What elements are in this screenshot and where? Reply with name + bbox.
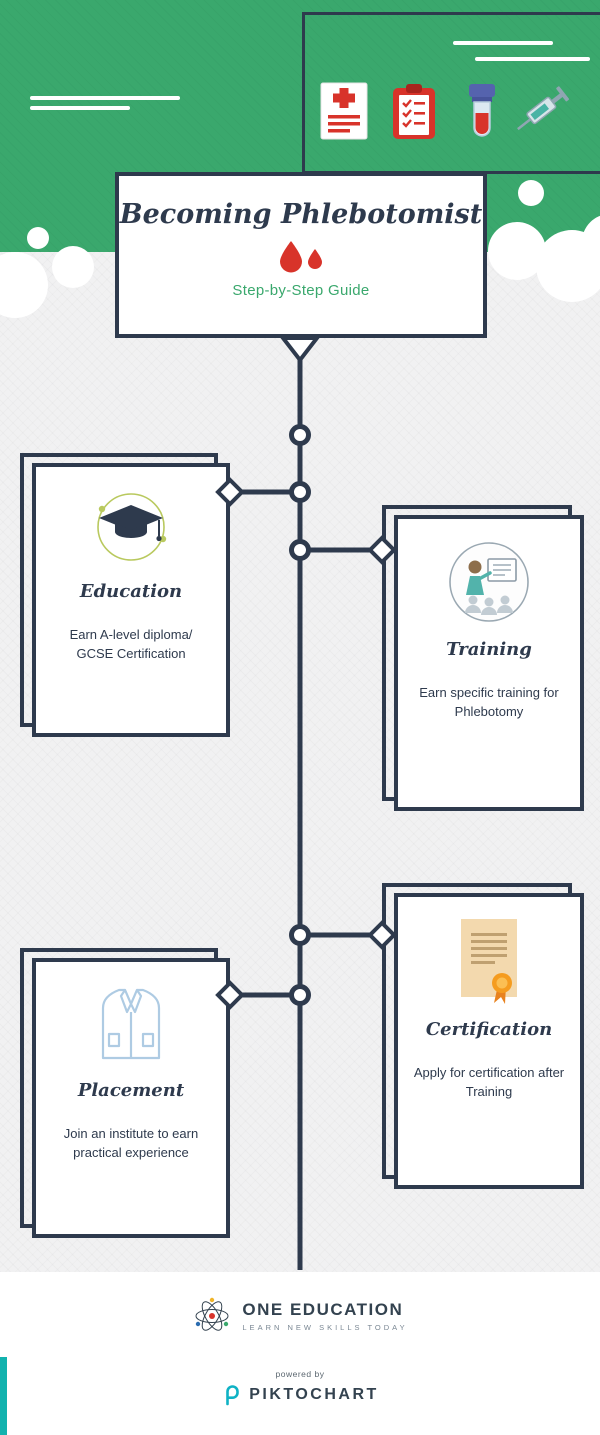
piktochart-wordmark: PIKTOCHART [249, 1386, 379, 1403]
placement-card: Placement Join an institute to earn prac… [32, 958, 230, 1238]
brand-tagline: LEARN NEW SKILLS TODAY [242, 1323, 408, 1332]
certificate-icon [461, 919, 517, 1004]
step-description: Apply for certification after Training [413, 1065, 565, 1099]
lab-coat-icon [101, 988, 161, 1060]
brand-name: ONE EDUCATION [242, 1300, 404, 1319]
classroom-training-icon [449, 542, 529, 622]
powered-by-label: powered by [275, 1369, 325, 1379]
teal-accent-strip [0, 1357, 7, 1435]
atom-logo-icon [195, 1297, 229, 1331]
checklist-clipboard-icon [393, 84, 435, 139]
medical-icons-panel [302, 12, 600, 174]
cloud-decoration [582, 214, 600, 270]
step-title: Placement [77, 1080, 185, 1101]
decorative-line [453, 41, 553, 45]
decorative-line [30, 106, 130, 110]
blood-drops-icon [280, 240, 322, 273]
medical-report-icon [320, 82, 368, 140]
one-education-logo: ONE EDUCATION LEARN NEW SKILLS TODAY [0, 1296, 600, 1336]
syringe-icon [517, 86, 570, 131]
blood-vial-icon [469, 84, 495, 137]
step-title: Training [446, 639, 532, 660]
step-description: Earn specific training for Phlebotomy [419, 685, 559, 719]
cloud-decoration [27, 227, 49, 249]
page-subtitle: Step-by-Step Guide [232, 281, 370, 299]
training-card: Training Earn specific training for Phle… [394, 515, 584, 811]
title-card: Becoming Phlebotomist Step-by-Step Guide [115, 172, 487, 338]
step-title: Certification [425, 1019, 553, 1040]
cloud-decoration [52, 246, 94, 288]
certification-card: Certification Apply for certification af… [394, 893, 584, 1189]
cloud-decoration [518, 180, 544, 206]
footer: ONE EDUCATION LEARN NEW SKILLS TODAY pow… [0, 1272, 600, 1435]
step-title: Education [79, 581, 183, 602]
page-title: Becoming Phlebotomist [119, 199, 483, 230]
education-card: Education Earn A-level diploma/ GCSE Cer… [32, 463, 230, 737]
decorative-line [30, 96, 180, 100]
decorative-line [475, 57, 590, 61]
step-description: Earn A-level diploma/ GCSE Certification [69, 627, 193, 661]
powered-by-bar: powered by PIKTOCHART [0, 1357, 600, 1435]
step-description: Join an institute to earn practical expe… [63, 1126, 199, 1160]
piktochart-logo: PIKTOCHART [0, 1383, 600, 1407]
piktochart-glyph-icon [226, 1385, 240, 1406]
graduation-cap-icon [97, 493, 167, 561]
